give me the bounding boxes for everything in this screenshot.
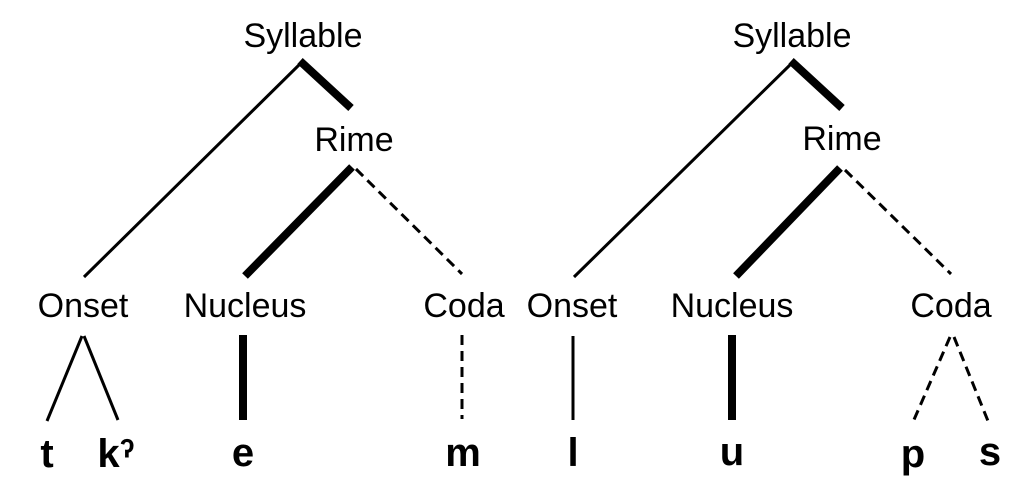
left-edge-syllable-onset	[82, 60, 304, 279]
left-onset-segment-1: t	[40, 432, 53, 476]
left-edge-rime-nucleus	[242, 164, 355, 279]
right-syllable-tree: Syllable Rime Onset Nucleus Coda l u p s	[527, 17, 1001, 476]
right-edge-coda-seg1	[911, 336, 952, 423]
right-nucleus-segment: u	[720, 430, 744, 474]
left-syllable-tree: Syllable Rime Onset Nucleus Coda t kˀ e …	[38, 17, 505, 476]
left-edge-onset-seg2	[82, 335, 120, 421]
left-edge-syllable-rime	[297, 58, 354, 111]
right-onset-segment: l	[567, 431, 578, 475]
right-edge-syllable-onset	[572, 60, 795, 279]
left-rime-label: Rime	[314, 121, 393, 159]
left-coda-segment: m	[445, 431, 481, 475]
right-coda-label: Coda	[910, 287, 991, 325]
right-coda-segment-1: p	[901, 432, 925, 476]
left-nucleus-segment: e	[232, 431, 254, 475]
left-coda-label: Coda	[423, 287, 504, 325]
left-edge-rime-coda	[354, 167, 464, 276]
left-onset-label: Onset	[38, 287, 129, 325]
right-syllable-label: Syllable	[732, 17, 851, 55]
right-nucleus-label: Nucleus	[671, 287, 794, 325]
right-edge-rime-coda	[843, 168, 953, 276]
right-edge-syllable-rime	[788, 58, 845, 111]
left-nucleus-label: Nucleus	[184, 287, 307, 325]
right-onset-label: Onset	[527, 287, 618, 325]
right-edge-coda-seg2	[952, 336, 990, 422]
left-onset-segment-2: kˀ	[97, 432, 134, 476]
left-syllable-label: Syllable	[243, 17, 362, 55]
left-edge-onset-seg1	[45, 335, 84, 422]
right-edge-rime-nucleus	[733, 165, 843, 279]
right-rime-label: Rime	[802, 120, 881, 158]
right-coda-segment-2: s	[979, 430, 1001, 474]
